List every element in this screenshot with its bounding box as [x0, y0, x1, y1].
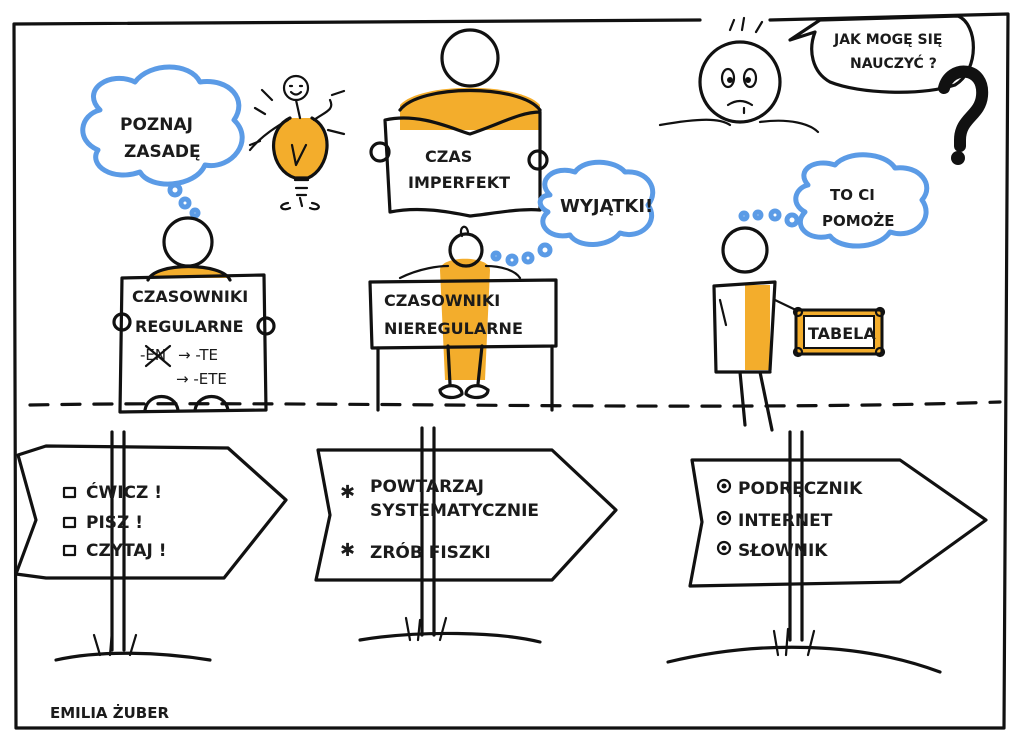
sign-item: ĆWICZ !	[86, 481, 162, 503]
sign-item: POWTARZAJ	[370, 477, 484, 497]
rule-to-te: → -TE	[178, 346, 218, 364]
signpost-left: ĆWICZ ! PISZ ! CZYTAJ !	[14, 430, 288, 662]
speech-text-line: JAK MOGĘ SIĘ	[833, 32, 942, 48]
sign-item: SŁOWNIK	[738, 541, 828, 561]
bullet-star-icon: ✱	[340, 540, 355, 561]
bullet-circle-icon	[716, 478, 732, 494]
figure-irregular	[398, 225, 522, 400]
board-text-line: CZAS	[425, 147, 472, 166]
figure-table	[712, 226, 802, 432]
speech-text-line: NAUCZYĆ ?	[850, 54, 937, 72]
rule-from: -EN	[140, 346, 166, 364]
horizon-dashed-line	[28, 400, 1002, 408]
board-text: TABELA	[808, 324, 876, 343]
bullet-square-icon	[62, 516, 77, 529]
cloud-text-line: TO CI	[830, 186, 875, 204]
board-text-line: CZASOWNIKI	[132, 287, 248, 306]
cloud-text-line: POZNAJ	[120, 115, 193, 135]
cloud-learn-rule: POZNAJ ZASADĘ	[80, 64, 245, 219]
bullet-circle-icon	[716, 540, 732, 556]
sign-item: SYSTEMATYCZNIE	[370, 501, 539, 521]
bullet-square-icon	[62, 486, 77, 499]
board-text-line: IMPERFEKT	[408, 173, 510, 192]
cloud-exceptions: WYJĄTKI!	[490, 159, 656, 267]
board-text-line: REGULARNE	[135, 317, 244, 336]
board-table: TABELA	[792, 306, 886, 358]
sign-item: ZRÓB FISZKI	[370, 541, 491, 563]
speech-bubble-question: JAK MOGĘ SIĘ NAUCZYĆ ?	[788, 14, 975, 94]
board-regular: CZASOWNIKI REGULARNE -EN → -TE → -ETE	[112, 273, 276, 414]
sign-item: INTERNET	[738, 511, 833, 531]
board-imperfect: CZAS IMPERFEKT	[369, 110, 549, 218]
cloud-text-line: POMOŻE	[822, 211, 895, 230]
rule-to-ete: → -ETE	[176, 370, 227, 388]
signpost-middle: ✱ ✱ POWTARZAJ SYSTEMATYCZNIE ZRÓB FISZKI	[314, 426, 618, 644]
question-mark-icon	[938, 65, 989, 165]
sign-item: CZYTAJ !	[86, 541, 167, 561]
board-text-line: CZASOWNIKI	[384, 291, 500, 310]
signpost-right: PODRĘCZNIK INTERNET SŁOWNIK	[666, 430, 988, 674]
author-signature: EMILIA ŻUBER	[50, 703, 169, 722]
cloud-text: WYJĄTKI!	[560, 196, 653, 217]
confused-face	[658, 16, 820, 134]
lightbulb-icon	[248, 74, 346, 211]
sign-item: PISZ !	[86, 513, 143, 533]
board-text-line: NIEREGULARNE	[384, 319, 523, 338]
bullet-square-icon	[62, 544, 77, 557]
cloud-helps: TO CI POMOŻE	[738, 152, 930, 249]
sign-item: PODRĘCZNIK	[738, 479, 863, 499]
cloud-text-line: ZASADĘ	[124, 142, 201, 162]
bullet-star-icon: ✱	[340, 482, 355, 503]
board-irregular: CZASOWNIKI NIEREGULARNE	[368, 278, 558, 412]
bullet-circle-icon	[716, 510, 732, 526]
